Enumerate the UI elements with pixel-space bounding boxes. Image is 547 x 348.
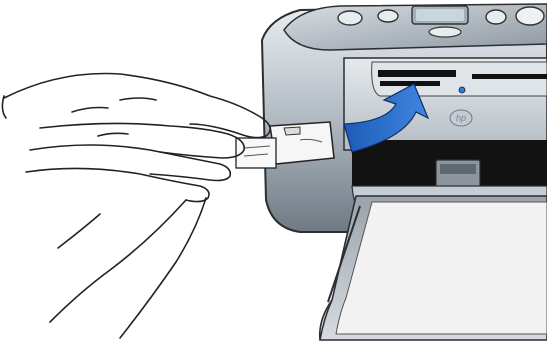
- memory-card-slot-main: [378, 70, 456, 77]
- status-light: [459, 87, 465, 93]
- hp-logo-text: hp: [456, 113, 466, 123]
- power-button[interactable]: [338, 11, 362, 25]
- nav-button[interactable]: [429, 27, 461, 37]
- print-button[interactable]: [516, 7, 544, 25]
- paper-tray: [320, 196, 547, 340]
- ok-button[interactable]: [486, 10, 506, 24]
- paper-sheet: [336, 202, 547, 334]
- menu-button[interactable]: [378, 10, 398, 22]
- hand-illustration: [2, 74, 270, 339]
- memory-card-slot-right: [472, 74, 547, 79]
- memory-card-slot-secondary: [380, 81, 440, 86]
- hp-logo: hp: [450, 110, 472, 126]
